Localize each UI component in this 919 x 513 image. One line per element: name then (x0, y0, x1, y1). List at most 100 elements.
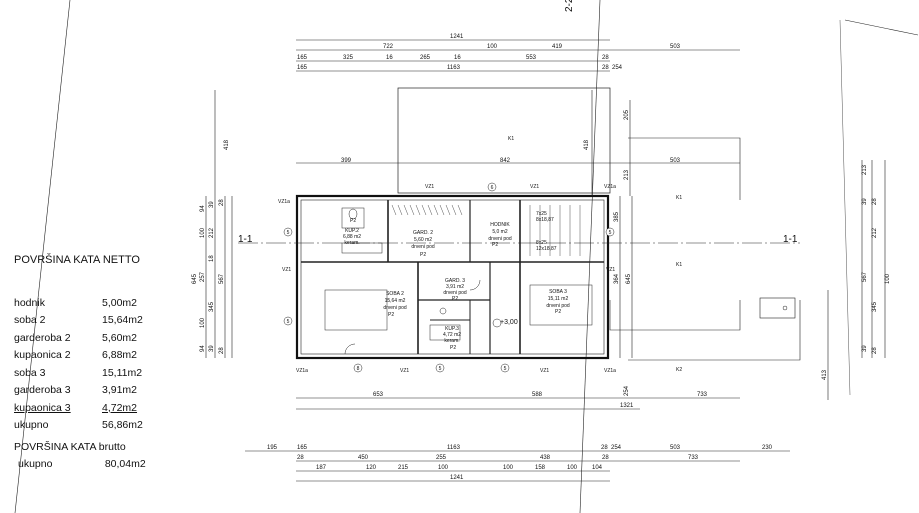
grid-tag: 5 (609, 230, 612, 236)
dim-text: 567 (862, 271, 868, 282)
dim-text: 1163 (447, 445, 461, 451)
room-floor: drveni pod (488, 236, 512, 242)
dim-text: 28 (602, 65, 609, 71)
dim-text: 100 (885, 273, 891, 284)
dim-text: 345 (872, 301, 878, 312)
area-row-value: 5,60m2 (102, 331, 138, 344)
dim-text: 1163 (447, 65, 461, 71)
dim-text: 28 (601, 445, 608, 451)
dim-text: 567 (219, 273, 225, 284)
dim-text: 100 (567, 465, 578, 471)
floor-tag: P2 (350, 218, 356, 224)
grid-tag: 5 (439, 366, 442, 372)
dim-text: 645 (626, 273, 632, 284)
dim-text: 39 (209, 345, 215, 352)
dim-text: 212 (872, 227, 878, 238)
dim-text: 438 (540, 455, 551, 461)
dim-text: 254 (624, 385, 630, 396)
level-mark: +3,00 (500, 319, 518, 326)
dim-text: 94 (200, 205, 206, 212)
grid-tag: 8 (357, 366, 360, 372)
dim-text: 100 (487, 44, 498, 50)
area-row-value: 5,00m2 (102, 296, 138, 309)
area-row-name: soba 2 (14, 314, 46, 327)
dim-text: 165 (297, 55, 308, 61)
dim-text: 503 (670, 44, 681, 50)
dim-text: 645 (192, 273, 198, 284)
grid-tag: 5 (287, 230, 290, 236)
dim-text: 257 (200, 271, 206, 282)
dim-text: 364 (614, 273, 620, 284)
dim-text: 450 (358, 455, 369, 461)
area-row-name: kupaonica 2 (14, 349, 71, 362)
dim-text: 28 (297, 455, 304, 461)
dim-text: 100 (200, 317, 206, 328)
room-name: SOBA 3 (549, 289, 567, 295)
dim-text: 553 (526, 55, 537, 61)
dim-text: 213 (624, 169, 630, 180)
area-row-name: ukupno (14, 419, 49, 432)
dim-text: 165 (297, 445, 308, 451)
room-floor: drveni pod (546, 303, 570, 309)
window-tag: VZ1 (400, 368, 409, 374)
floor-tag: P2 (452, 296, 458, 302)
dim-text: 722 (383, 44, 394, 50)
room-name: GARD. 2 (413, 230, 433, 236)
grid-tag: 6 (491, 185, 494, 191)
stair-label: 8x18,87 (536, 217, 554, 223)
site-boundary-line (844, 19, 919, 36)
dim-text: 120 (366, 465, 377, 471)
site-boundary-line (14, 0, 71, 513)
area-row-name: kupaonica 3 (14, 401, 71, 414)
area-table: POVRŠINA KATA NETTO hodnik 5,00m2 soba 2… (14, 254, 164, 473)
area-row-name: soba 3 (14, 366, 46, 379)
area-row-name: garderoba 3 (14, 384, 71, 397)
roof-tag: K1 (508, 136, 514, 142)
area-row: kupaonica 3 4,72m2 (14, 399, 164, 417)
window-tag: VZ1a (296, 368, 308, 374)
dim-text: 212 (209, 227, 215, 238)
dim-text: 418 (584, 139, 590, 150)
dim-text: 28 (602, 455, 609, 461)
floor-tag: P2 (420, 252, 426, 258)
floor-tag: P2 (388, 312, 394, 318)
window-tag: VZ1 (282, 267, 291, 273)
dim-text: 158 (535, 465, 546, 471)
dim-text: 100 (200, 227, 206, 238)
area-row: kupaonica 2 6,88m2 (14, 347, 164, 365)
dim-text: 413 (822, 369, 828, 380)
dim-text: 265 (420, 55, 431, 61)
dim-text: 385 (614, 211, 620, 222)
dim-text: 733 (688, 455, 699, 461)
area-row-value: 56,86m2 (102, 419, 143, 432)
room-floor: drveni pod (443, 290, 467, 296)
area-row-value: 6,88m2 (102, 349, 138, 362)
window-tag: VZ1 (530, 184, 539, 190)
dim-text: 588 (532, 392, 543, 398)
area-row-value: 15,11m2 (102, 366, 143, 379)
dim-text: 215 (398, 465, 409, 471)
room-area: 6,88 m2 (343, 234, 361, 240)
room-name: HODNIK (490, 222, 510, 228)
area-row: hodnik 5,00m2 (14, 294, 164, 312)
room-name: KUP.2 (345, 228, 359, 234)
window-tag: VZ1a (604, 184, 616, 190)
room-area: 4,72 m2 (443, 332, 461, 338)
dim-text: 39 (209, 201, 215, 208)
section-mark-top: 2-2 (564, 0, 575, 12)
area-row-name: garderoba 2 (14, 331, 71, 344)
window-tag: VZ1a (604, 368, 616, 374)
floor-tag: P2 (450, 345, 456, 351)
room-name: KUP.3 (445, 326, 459, 332)
roof-tag: K2 (676, 367, 682, 373)
dim-text: 94 (200, 345, 206, 352)
room-floor: keram. (444, 338, 459, 344)
room-area: 15,11 m2 (548, 296, 569, 302)
area-row: garderoba 2 5,60m2 (14, 329, 164, 347)
dim-text: 28 (219, 199, 225, 206)
dim-text: 653 (373, 392, 384, 398)
room-name: GARD. 3 (445, 278, 465, 284)
room-area: 5,0 m2 (492, 229, 508, 235)
window-tag: VZ1a (278, 199, 290, 205)
